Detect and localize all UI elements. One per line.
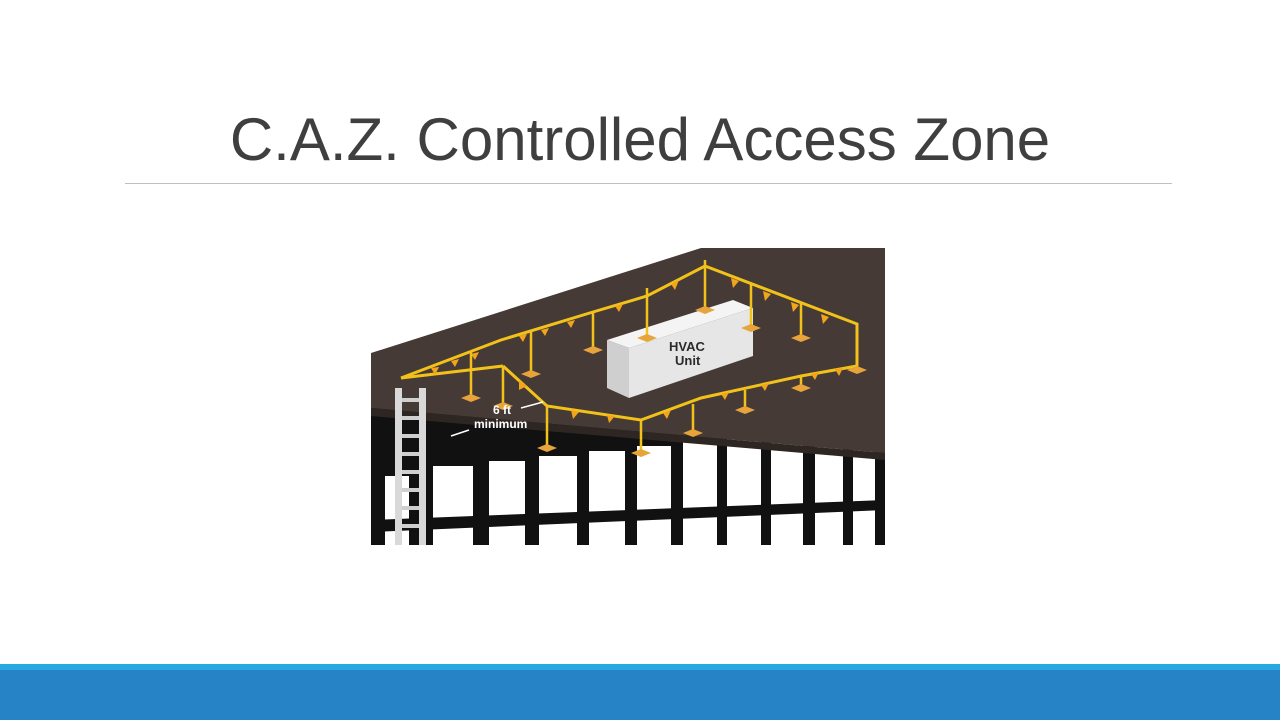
ladder bbox=[395, 388, 426, 545]
footer-bar bbox=[0, 670, 1280, 720]
distance-label-line2: minimum bbox=[474, 417, 527, 431]
hvac-label-line1: HVAC bbox=[669, 339, 705, 354]
warning-line-posts bbox=[461, 260, 867, 457]
hvac-label-line2: Unit bbox=[675, 353, 701, 368]
footer-accent-stripe bbox=[0, 664, 1280, 670]
distance-label-line1: 6 ft bbox=[493, 403, 511, 417]
warning-flags bbox=[431, 278, 843, 423]
distance-annotation bbox=[450, 401, 544, 437]
caz-illustration: HVAC Unit bbox=[371, 248, 885, 545]
title-divider bbox=[125, 183, 1172, 184]
slide-title: C.A.Z. Controlled Access Zone bbox=[229, 106, 1051, 173]
